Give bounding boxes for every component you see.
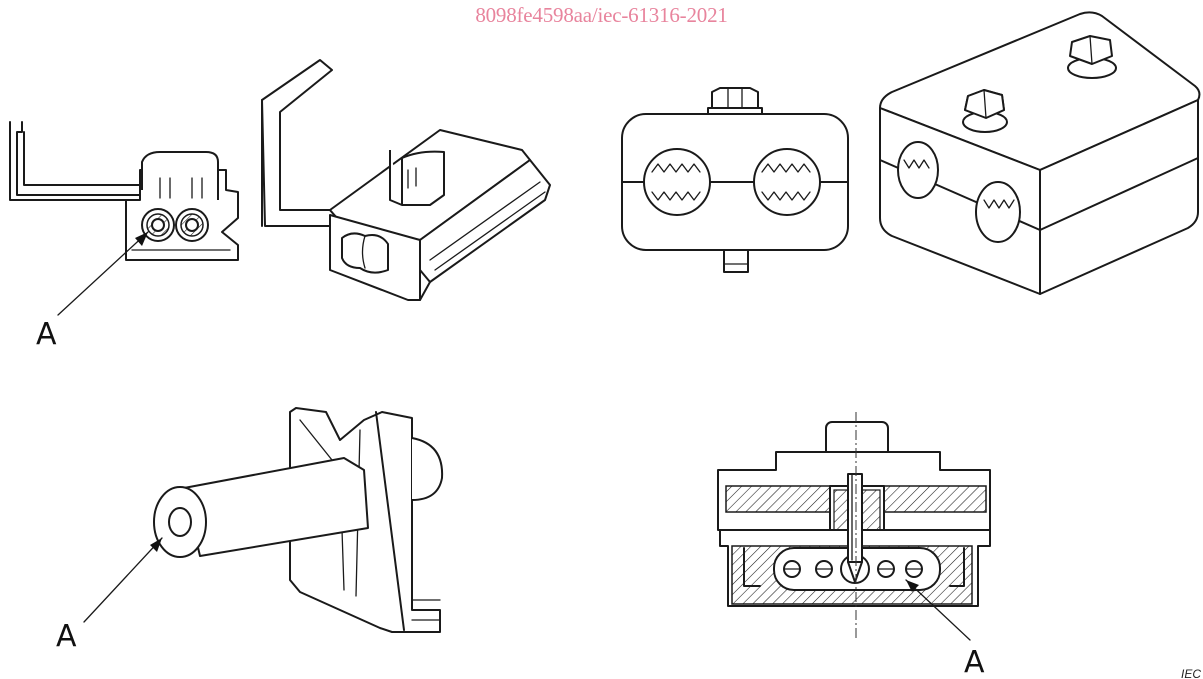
idc-connector-isometric-view xyxy=(261,59,551,301)
bolted-connector-front-view xyxy=(621,87,849,273)
idc-connector-front-view xyxy=(9,121,239,261)
callout-label-a: A xyxy=(964,645,985,679)
piercing-connector-section-view xyxy=(717,412,991,640)
bolted-connector-isometric-view xyxy=(879,11,1201,295)
iec-corner-mark: IEC xyxy=(1181,667,1201,679)
document-reference-header: 8098fe4598aa/iec-61316-2021 xyxy=(475,3,728,27)
callout-label-a: A xyxy=(36,317,57,352)
callout-a-3: A xyxy=(905,579,985,679)
callout-a-1: A xyxy=(36,231,149,352)
wire-insertion-clip-view xyxy=(153,407,444,633)
callout-label-a: A xyxy=(56,619,77,654)
callout-a-2: A xyxy=(56,537,163,654)
